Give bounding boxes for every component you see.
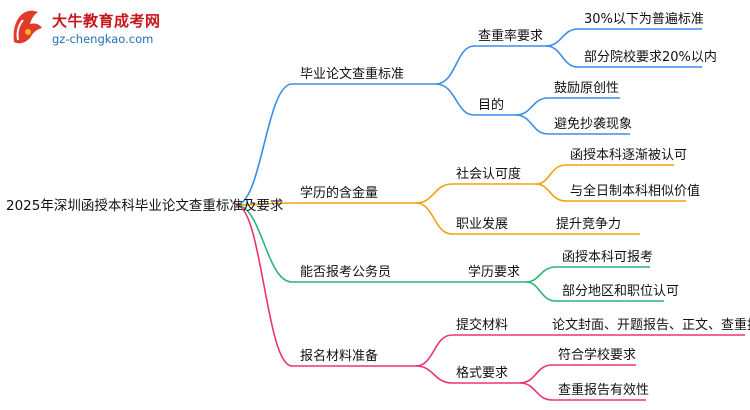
node-l3-competitiveness: 提升竞争力: [556, 216, 621, 232]
node-l2-purpose: 目的: [478, 97, 504, 113]
edge-orange-l2b: [415, 202, 453, 235]
node-l3-20pct: 部分院校要求20%以内: [584, 49, 717, 65]
node-l3-similar-value: 与全日制本科相似价值: [570, 183, 700, 199]
edge-root-blue: [235, 83, 293, 206]
edge-root-pink: [235, 204, 293, 367]
node-l3-documents: 论文封面、开题报告、正文、查重报告: [552, 317, 750, 333]
node-l1-civil-service: 能否报考公务员: [300, 264, 391, 280]
edge-root-green: [235, 204, 293, 283]
edge-blue-l3c: [515, 97, 549, 116]
node-l2-social-recognition: 社会认可度: [456, 166, 521, 182]
edge-green-l3b: [525, 281, 557, 302]
edge-blue-l2a: [435, 45, 475, 85]
node-l1-materials: 报名材料准备: [300, 348, 378, 364]
node-l2-plagiarism-rate: 查重率要求: [478, 28, 543, 44]
edge-blue-l3a: [545, 28, 579, 47]
edge-green-l3a: [525, 266, 557, 283]
edge-pink-l3c: [519, 382, 553, 401]
node-l1-thesis-standard: 毕业论文查重标准: [300, 66, 404, 82]
node-l3-school-requirements: 符合学校要求: [558, 347, 636, 363]
edge-pink-l3b: [519, 364, 553, 384]
edge-pink-l2a: [415, 334, 453, 367]
root-node: 2025年深圳函授本科毕业论文查重标准及要求: [6, 198, 284, 214]
node-l3-gradually-recognized: 函授本科逐渐被认可: [570, 148, 687, 163]
node-l3-originality: 鼓励原创性: [554, 81, 619, 96]
node-l2-submit-materials: 提交材料: [456, 317, 508, 333]
site-logo[interactable]: 大牛教育成考网 gz-chengkao.com: [8, 4, 188, 54]
logo-site-url: gz-chengkao.com: [52, 32, 154, 46]
edge-blue-l2b: [435, 83, 475, 116]
node-l1-degree-value: 学历的含金量: [300, 185, 378, 201]
node-l2-career: 职业发展: [456, 216, 508, 232]
edge-orange-l3b: [535, 183, 567, 202]
node-l3-30pct: 30%以下为普遍标准: [584, 11, 704, 27]
edge-blue-l3d: [515, 114, 549, 135]
logo-mark-icon: [13, 10, 42, 44]
node-l3-partial-recognition: 部分地区和职位认可: [562, 284, 679, 299]
edge-orange-l2a: [415, 183, 453, 204]
logo-site-name: 大牛教育成考网: [52, 12, 161, 30]
node-l3-report-validity: 查重报告有效性: [558, 382, 649, 398]
node-l2-degree-requirement: 学历要求: [468, 264, 520, 280]
node-l3-can-apply: 函授本科可报考: [562, 250, 653, 265]
edge-orange-l3a: [535, 164, 567, 185]
node-l3-avoid-plagiarism: 避免抄袭现象: [554, 117, 632, 132]
node-l2-format: 格式要求: [456, 365, 508, 381]
edge-blue-l3b: [545, 45, 579, 68]
edge-pink-l2b: [415, 365, 453, 384]
edge-root-orange: [235, 202, 293, 206]
